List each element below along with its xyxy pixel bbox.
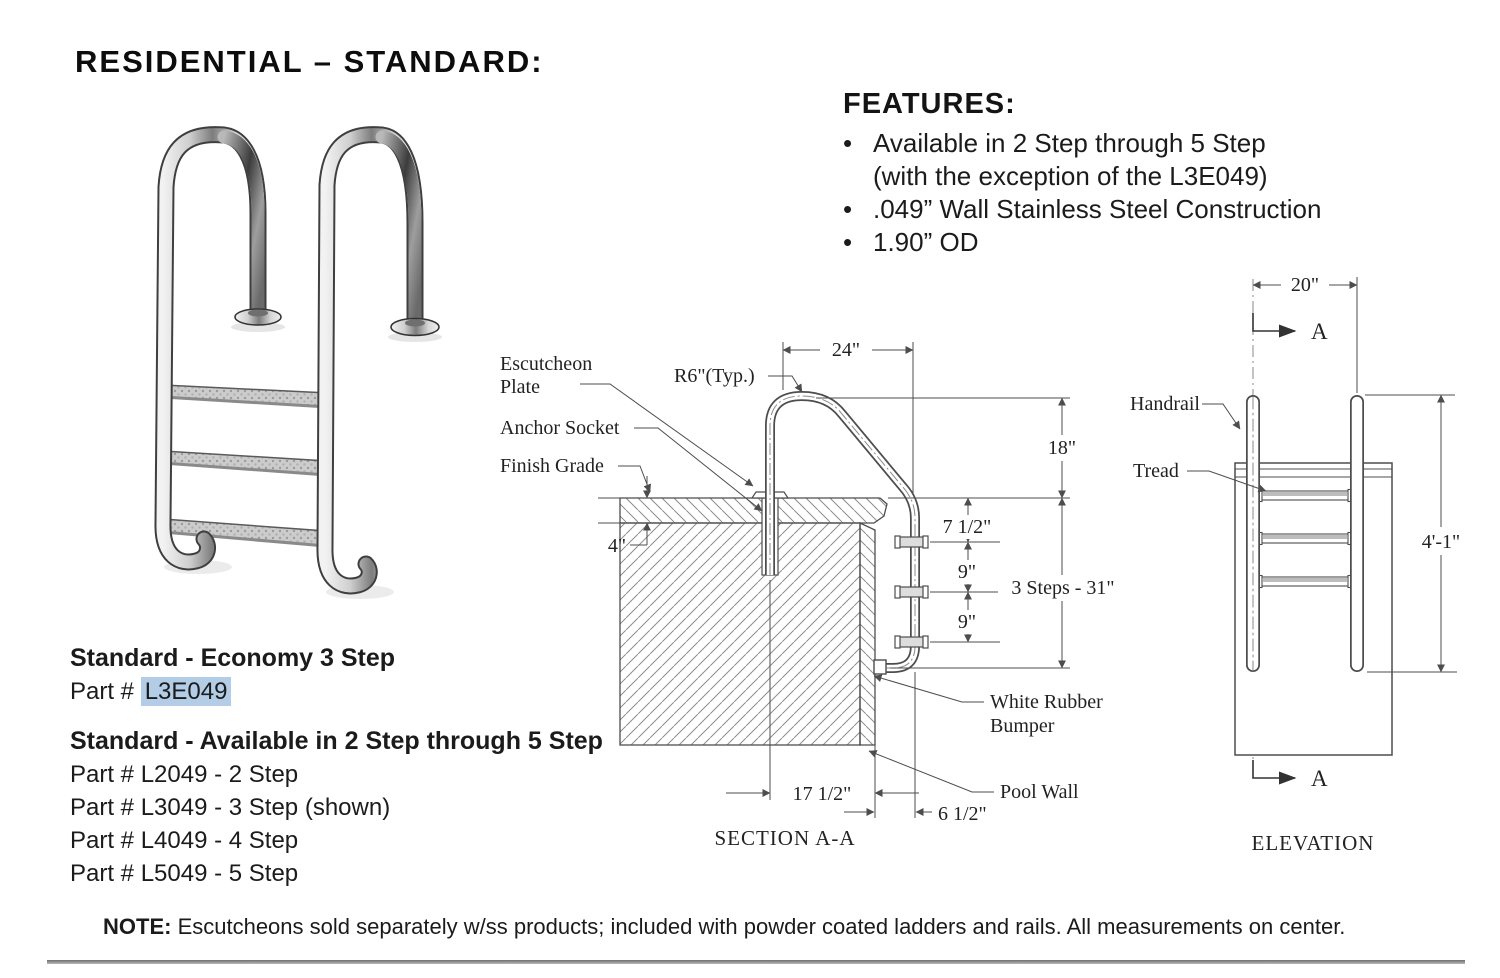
section-label-backings <box>820 337 1128 634</box>
features-heading: FEATURES: <box>843 88 1016 120</box>
dim-top-width: 24" <box>832 339 860 361</box>
section-treads <box>873 535 929 675</box>
note-text: Escutcheons sold separately w/ss product… <box>171 914 1346 939</box>
section-drawing: Escutcheon Plate Anchor Socket Finish Gr… <box>500 337 1128 850</box>
part-number-highlight: L3E049 <box>140 677 232 706</box>
feature-item: • .049” Wall Stainless Steel Constructio… <box>843 193 1463 226</box>
part-prefix: Part # <box>70 678 141 705</box>
feature-item: • 1.90” OD <box>843 226 1463 259</box>
elevation-label-backings <box>1281 272 1467 555</box>
economy-part-line: Part # L3E049 <box>70 675 603 708</box>
section-marker-bottom: A <box>1311 766 1328 791</box>
elevation-leader-lines <box>1187 403 1267 493</box>
section-handrail-tube <box>765 390 920 673</box>
elevation-section-markers <box>1252 313 1297 785</box>
feature-text-cont: (with the exception of the L3E049) <box>873 161 1268 191</box>
part-line: Part # L2049 - 2 Step <box>70 761 299 788</box>
footer-note: NOTE: Escutcheons sold separately w/ss p… <box>103 914 1345 940</box>
dim-handrail-height: 18" <box>1048 437 1076 459</box>
tread-label: Tread <box>1133 460 1179 482</box>
radius-label: R6"(Typ.) <box>674 365 755 387</box>
economy-heading: Standard - Economy 3 Step <box>70 644 396 672</box>
bumper-label-line2: Bumper <box>990 715 1055 737</box>
dim-step-2: 9" <box>958 611 976 633</box>
dim-deck-thickness: 4" <box>608 535 626 557</box>
footer-divider <box>47 960 1465 964</box>
finish-grade-label: Finish Grade <box>500 455 604 477</box>
section-leader-lines <box>580 375 994 793</box>
elevation-caption: ELEVATION <box>1252 831 1375 855</box>
part-line: Part # L5049 - 5 Step <box>70 860 299 887</box>
part-line: Part # L3049 - 3 Step (shown) <box>70 794 391 821</box>
elevation-wall <box>1234 462 1393 756</box>
elevation-drawing: 20" A Handrail Tread 4'-1" A ELEVATION <box>1130 272 1467 855</box>
feature-item: • Available in 2 Step through 5 Step (wi… <box>843 127 1463 193</box>
page-title: RESIDENTIAL – STANDARD: <box>75 44 544 79</box>
section-texts: Escutcheon Plate Anchor Socket Finish Gr… <box>500 339 1115 850</box>
ladder-escutcheon-flanges <box>234 308 440 337</box>
bullet-icon: • <box>843 227 853 257</box>
section-caption: SECTION A-A <box>714 826 855 850</box>
bullet-icon: • <box>843 194 853 224</box>
dim-width: 20" <box>1291 274 1319 296</box>
ladder-photo <box>154 126 442 599</box>
ladder-rails <box>154 126 424 595</box>
dim-anchor-to-wall: 17 1/2" <box>793 783 852 805</box>
dim-height: 4'-1" <box>1422 531 1460 553</box>
elevation-texts: 20" A Handrail Tread 4'-1" A ELEVATION <box>1130 274 1460 855</box>
note-label: NOTE: <box>103 914 172 939</box>
handrail-label: Handrail <box>1130 393 1200 415</box>
standard-heading: Standard - Available in 2 Step through 5… <box>70 727 603 755</box>
dim-steps-total: 3 Steps - 31" <box>1011 577 1114 599</box>
features-section: FEATURES: • Available in 2 Step through … <box>843 88 1463 259</box>
product-listing: Standard - Economy 3 Step Part # L3E049 … <box>70 642 603 890</box>
rubber-bumper-shape <box>873 659 887 675</box>
section-deck-and-wall <box>598 497 888 746</box>
dim-first-step: 7 1/2" <box>943 516 992 538</box>
section-marker-top: A <box>1311 319 1328 344</box>
bullet-icon: • <box>843 128 853 158</box>
ladder-treads <box>162 384 329 548</box>
escutcheon-plate-label-line1: Escutcheon <box>500 353 592 375</box>
feature-text: Available in 2 Step through 5 Step <box>873 128 1266 158</box>
elevation-rails <box>1246 395 1364 672</box>
pool-wall-label: Pool Wall <box>1000 781 1079 803</box>
feature-text: 1.90” OD <box>873 227 979 257</box>
section-dimension-lines <box>630 342 1070 818</box>
dim-step-1: 9" <box>958 561 976 583</box>
escutcheon-plate-label-line2: Plate <box>500 376 540 398</box>
anchor-socket-label: Anchor Socket <box>500 417 620 439</box>
feature-text: .049” Wall Stainless Steel Construction <box>873 194 1322 224</box>
part-line: Part # L4049 - 4 Step <box>70 827 299 854</box>
dim-wall-to-rail: 6 1/2" <box>938 803 987 825</box>
bumper-label-line1: White Rubber <box>990 691 1103 713</box>
